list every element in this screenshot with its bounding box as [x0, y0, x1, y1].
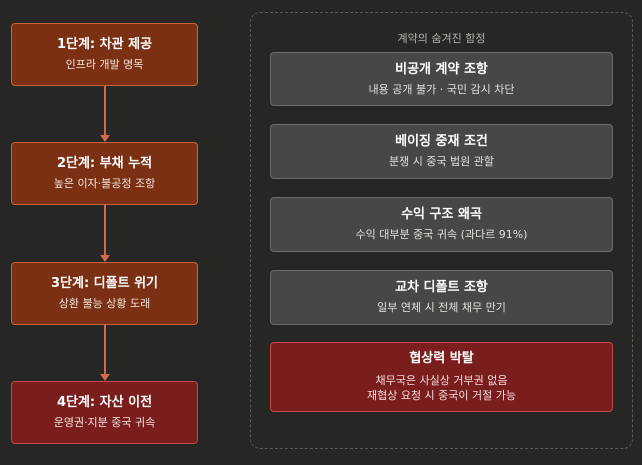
stage-3-title: 3단계: 디폴트 위기	[50, 276, 159, 291]
clause-nondisclosure: 비공개 계약 조항 내용 공개 불가 · 국민 감시 차단	[270, 52, 613, 106]
clause-detail: 채무국은 사실상 거부권 없음	[375, 374, 508, 387]
clause-title: 비공개 계약 조항	[395, 61, 488, 77]
clause-cross-default: 교차 디폴트 조항 일부 연체 시 전체 채무 만기	[270, 270, 613, 325]
stage-1-box: 1단계: 차관 제공 인프라 개발 명목	[11, 23, 198, 86]
clause-detail: 재협상 요청 시 중국이 거절 가능	[366, 389, 517, 402]
stage-4-title: 4단계: 자산 이전	[56, 395, 153, 410]
stage-4-subtitle: 운영권·지분 중국 귀속	[53, 416, 156, 429]
clause-title: 협상력 박탈	[409, 351, 474, 366]
clause-title: 수익 구조 왜곡	[401, 207, 482, 222]
panel-title: 계약의 숨겨진 함정	[397, 32, 486, 45]
clause-detail: 내용 공개 불가 · 국민 감시 차단	[368, 82, 515, 96]
stage-2-box: 2단계: 부채 누적 높은 이자·불공정 조항	[11, 142, 198, 205]
stage-4-box: 4단계: 자산 이전 운영권·지분 중국 귀속	[11, 381, 198, 444]
clause-title: 교차 디폴트 조항	[395, 280, 488, 295]
hidden-traps-panel	[250, 12, 633, 449]
clause-revenue-distortion: 수익 구조 왜곡 수익 대부분 중국 귀속 (과다르 91%)	[270, 197, 613, 252]
clause-beijing-arbitration: 베이징 중재 조건 분쟁 시 중국 법원 관할	[270, 124, 613, 179]
clause-detail: 수익 대부분 중국 귀속 (과다르 91%)	[355, 228, 528, 241]
stage-1-subtitle: 인프라 개발 명목	[65, 58, 144, 71]
stage-2-subtitle: 높은 이자·불공정 조항	[53, 177, 156, 190]
arrow-1-2	[100, 86, 110, 142]
arrow-3-4	[100, 325, 110, 381]
clause-title: 베이징 중재 조건	[395, 134, 488, 149]
clause-detail: 일부 연체 시 전체 채무 만기	[377, 301, 506, 314]
stage-2-title: 2단계: 부채 누적	[56, 156, 153, 171]
stage-1-title: 1단계: 차관 제공	[56, 37, 153, 52]
clause-detail: 분쟁 시 중국 법원 관할	[388, 155, 495, 168]
arrow-2-3	[100, 205, 110, 262]
stage-3-box: 3단계: 디폴트 위기 상환 불능 상황 도래	[11, 262, 198, 325]
clause-bargaining-loss: 협상력 박탈 채무국은 사실상 거부권 없음 재협상 요청 시 중국이 거절 가…	[270, 342, 613, 412]
stage-3-subtitle: 상환 불능 상황 도래	[58, 297, 151, 310]
